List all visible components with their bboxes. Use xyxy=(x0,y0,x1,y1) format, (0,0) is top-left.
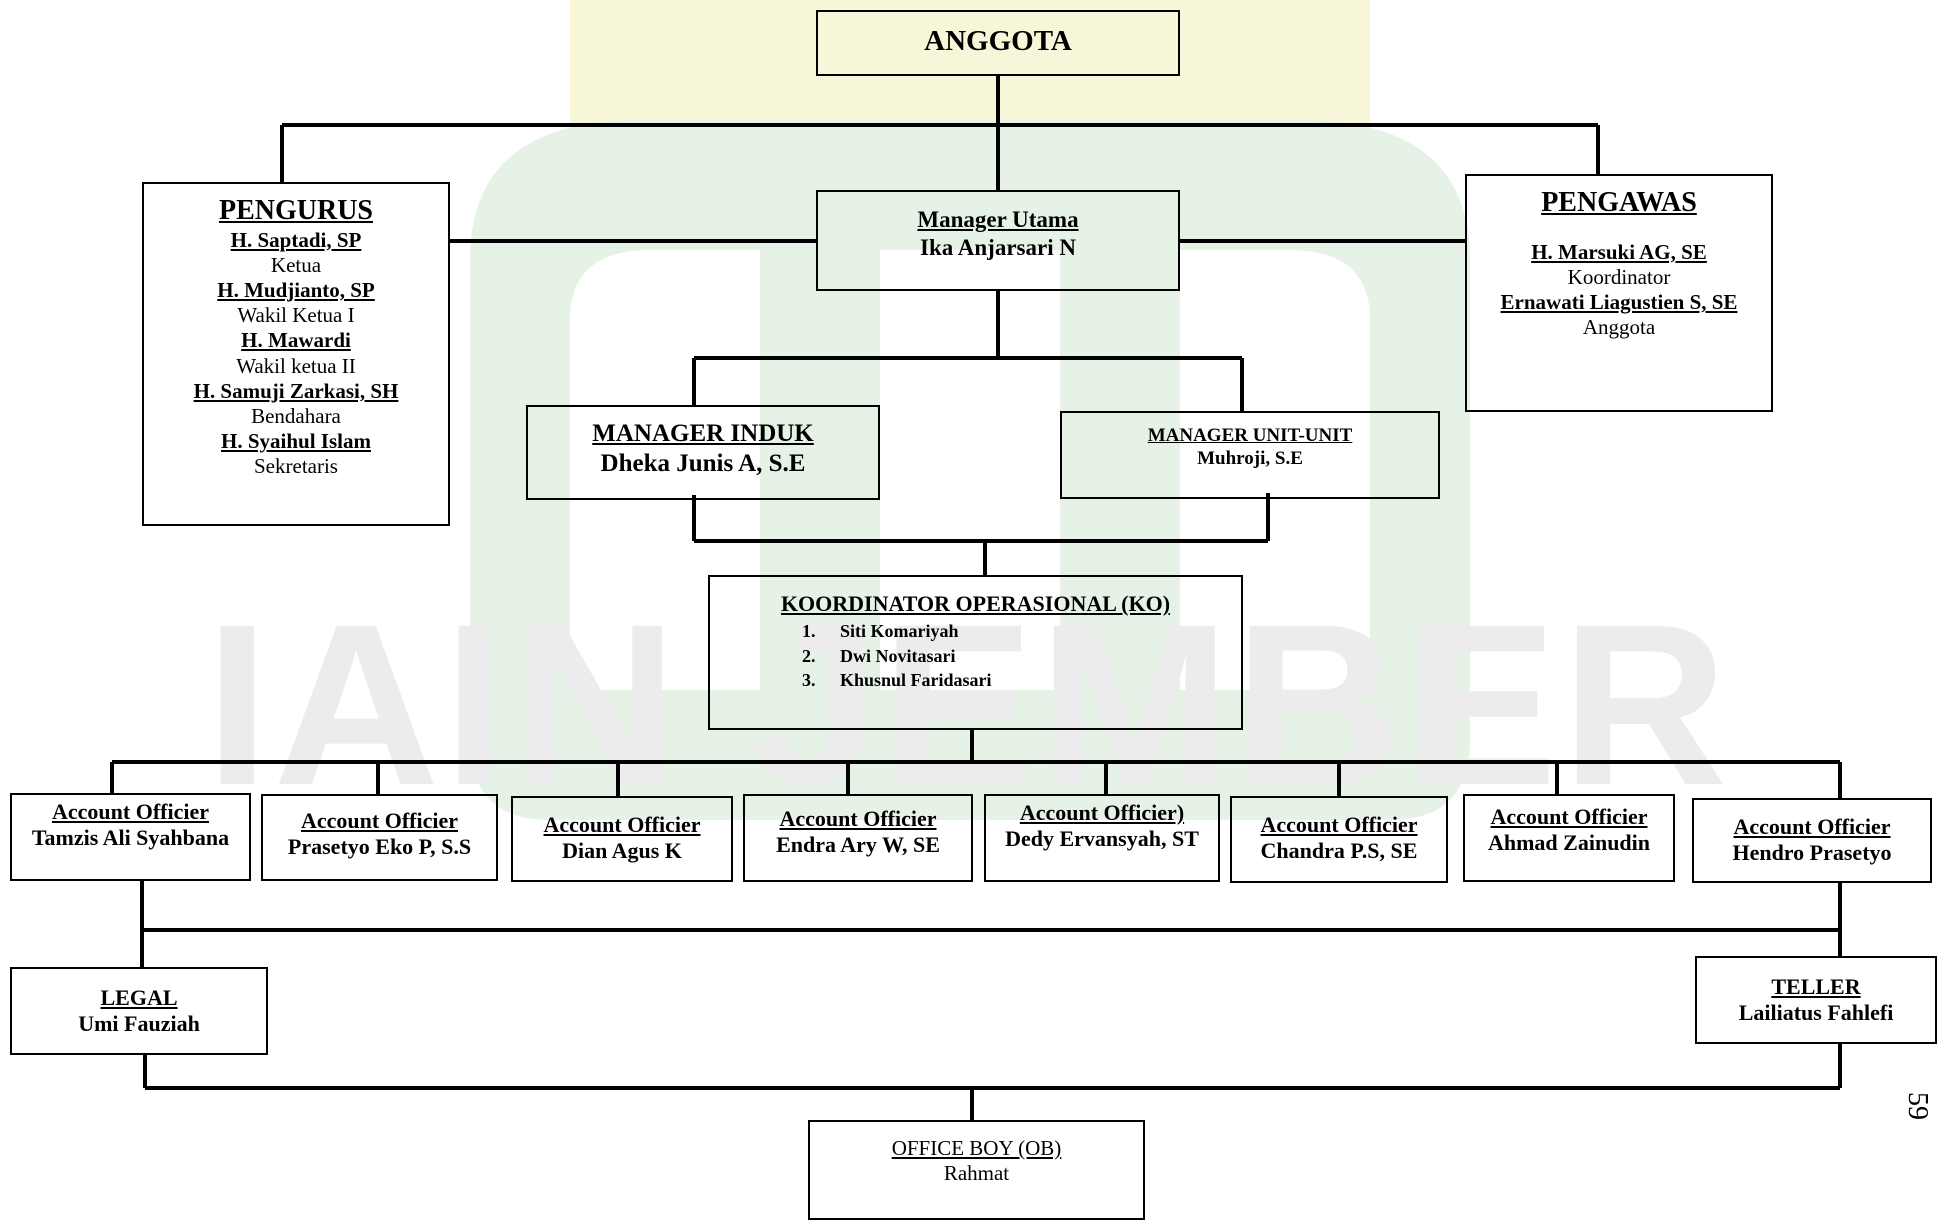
account-officer-box: Account Officier Tamzis Ali Syahbana xyxy=(10,793,251,881)
koordinator-list-item: 3. Khusnul Faridasari xyxy=(710,668,1241,692)
koordinator-item-number: 3. xyxy=(802,669,816,690)
pengawas-member-name: H. Marsuki AG, SE xyxy=(1531,239,1707,264)
koordinator-item-name: Dwi Novitasari xyxy=(840,645,956,666)
account-officer-name: Prasetyo Eko P, S.S xyxy=(287,834,472,860)
pengurus-member-role: Bendahara xyxy=(251,403,341,428)
office-boy-title: OFFICE BOY (OB) xyxy=(891,1136,1062,1160)
koordinator-list-item: 2. Dwi Novitasari xyxy=(710,644,1241,668)
pengurus-member-role: Wakil Ketua I xyxy=(237,303,355,328)
account-officer-name: Hendro Prasetyo xyxy=(1732,840,1892,866)
pengurus-box: PENGURUS H. Saptadi, SP Ketua H. Mudjian… xyxy=(142,182,450,526)
account-officer-name: Dian Agus K xyxy=(562,838,682,864)
account-officer-box: Account Officier Dian Agus K xyxy=(511,796,733,882)
koordinator-item-number: 2. xyxy=(802,645,816,666)
account-officer-title: Account Officier xyxy=(1490,804,1648,829)
manager-utama-name: Ika Anjarsari N xyxy=(920,234,1076,260)
manager-induk-box: MANAGER INDUK Dheka Junis A, S.E xyxy=(526,405,880,500)
account-officer-title: Account Officier xyxy=(52,799,209,824)
account-officer-title: Account Officier xyxy=(543,812,701,837)
koordinator-item-name: Siti Komariyah xyxy=(840,621,959,642)
teller-name: Lailiatus Fahlefi xyxy=(1738,1000,1894,1026)
account-officer-name: Chandra P.S, SE xyxy=(1260,838,1418,864)
account-officer-box: Account Officier Chandra P.S, SE xyxy=(1230,796,1448,883)
account-officer-title: Account Officier) xyxy=(1019,800,1185,825)
pengurus-title: PENGURUS xyxy=(218,195,373,226)
pengawas-member-role: Anggota xyxy=(1582,315,1656,340)
legal-title: LEGAL xyxy=(100,985,178,1010)
manager-induk-name: Dheka Junis A, S.E xyxy=(600,450,806,477)
pengurus-member-role: Wakil ketua II xyxy=(236,353,356,378)
pengurus-member-name: H. Mawardi xyxy=(241,328,351,353)
manager-utama-box: Manager Utama Ika Anjarsari N xyxy=(816,190,1180,291)
account-officer-title: Account Officier xyxy=(301,808,458,833)
koordinator-title: KOORDINATOR OPERASIONAL (KO) xyxy=(780,591,1171,616)
pengawas-title: PENGAWAS xyxy=(1541,187,1697,218)
teller-box: TELLER Lailiatus Fahlefi xyxy=(1695,956,1937,1044)
manager-utama-title: Manager Utama xyxy=(917,207,1079,232)
koordinator-item-number: 1. xyxy=(802,621,816,642)
account-officer-box: Account Officier Ahmad Zainudin xyxy=(1463,794,1675,882)
account-officer-name: Dedy Ervansyah, ST xyxy=(1005,826,1199,852)
pengurus-member-name: H. Samuji Zarkasi, SH xyxy=(193,378,399,403)
manager-unit-title: MANAGER UNIT-UNIT xyxy=(1147,425,1353,446)
account-officer-title: Account Officier xyxy=(1733,814,1891,839)
pengurus-member-name: H. Saptadi, SP xyxy=(230,227,362,252)
anggota-title: ANGGOTA xyxy=(924,25,1072,57)
manager-unit-box: MANAGER UNIT-UNIT Muhroji, S.E xyxy=(1060,411,1440,499)
pengurus-member-name: H. Syaihul Islam xyxy=(221,429,371,454)
account-officer-box: Account Officier) Dedy Ervansyah, ST xyxy=(984,794,1220,882)
pengawas-member-name: Ernawati Liagustien S, SE xyxy=(1500,289,1738,314)
legal-name: Umi Fauziah xyxy=(78,1011,200,1037)
koordinator-list-item: 1. Siti Komariyah xyxy=(710,619,1241,643)
account-officer-title: Account Officier xyxy=(779,806,937,831)
pengurus-member-name: H. Mudjianto, SP xyxy=(217,277,375,302)
account-officer-name: Tamzis Ali Syahbana xyxy=(31,825,230,851)
manager-unit-name: Muhroji, S.E xyxy=(1197,447,1303,469)
account-officer-box: Account Officier Endra Ary W, SE xyxy=(743,794,973,882)
office-boy-box: OFFICE BOY (OB) Rahmat xyxy=(808,1120,1145,1220)
pengurus-member-role: Ketua xyxy=(270,252,322,277)
page-number: 59 xyxy=(1902,1092,1933,1120)
watermark-logo-arch-inner xyxy=(570,250,1370,690)
teller-title: TELLER xyxy=(1771,974,1861,999)
manager-induk-title: MANAGER INDUK xyxy=(592,420,814,447)
account-officer-box: Account Officier Prasetyo Eko P, S.S xyxy=(261,794,498,881)
pengurus-member-role: Sekretaris xyxy=(254,454,338,479)
office-boy-name: Rahmat xyxy=(943,1161,1010,1186)
legal-box: LEGAL Umi Fauziah xyxy=(10,967,268,1055)
account-officer-box: Account Officier Hendro Prasetyo xyxy=(1692,798,1932,883)
account-officer-title: Account Officier xyxy=(1260,812,1418,837)
koordinator-box: KOORDINATOR OPERASIONAL (KO) 1. Siti Koma… xyxy=(708,575,1243,730)
account-officer-name: Endra Ary W, SE xyxy=(776,832,940,858)
pengawas-member-role: Koordinator xyxy=(1567,264,1671,289)
watermark-text: IAIN JEMBER xyxy=(205,576,1732,833)
koordinator-list: 1. Siti Komariyah 2. Dwi Novitasari 3. Khus… xyxy=(710,619,1241,692)
pengawas-box: PENGAWAS H. Marsuki AG, SE Koordinator E… xyxy=(1465,174,1773,412)
anggota-box: ANGGOTA xyxy=(816,10,1180,76)
account-officer-name: Ahmad Zainudin xyxy=(1487,830,1651,856)
koordinator-item-name: Khusnul Faridasari xyxy=(840,669,992,690)
